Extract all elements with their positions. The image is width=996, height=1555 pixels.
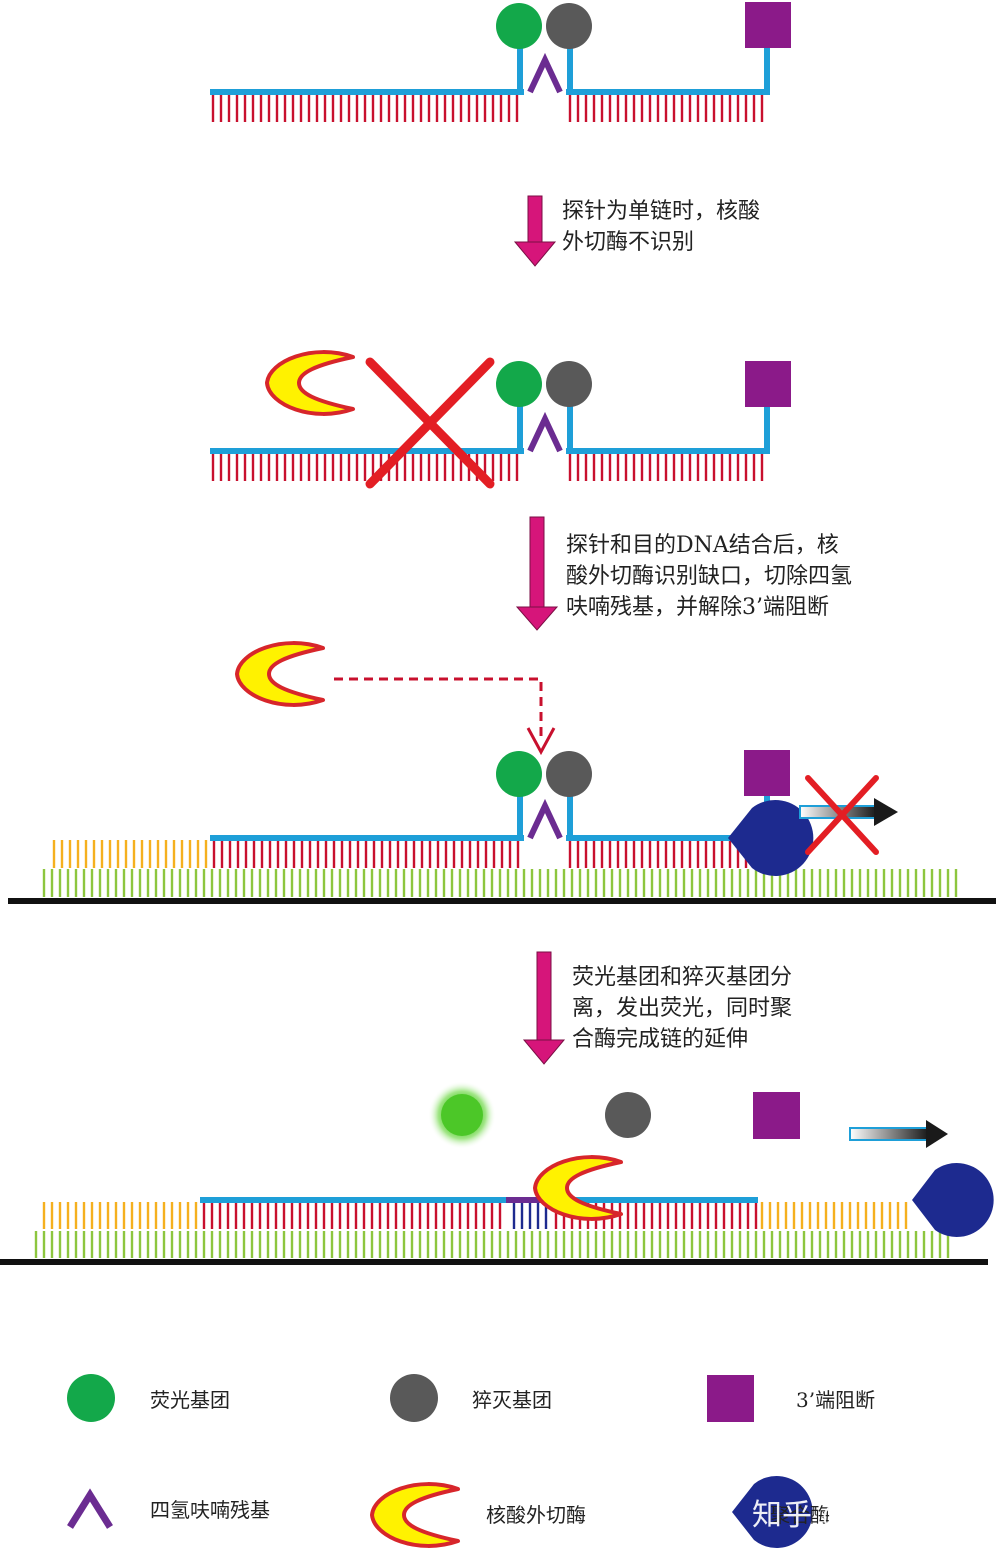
blocker-icon — [745, 2, 791, 48]
panel-1-free-probe — [210, 2, 791, 122]
quencher-icon — [546, 3, 592, 49]
panel-2-no-recognition — [210, 350, 791, 489]
probe-bases-red — [212, 840, 520, 868]
legend-fluorophore-label: 荧光基团 — [150, 1388, 230, 1412]
probe-bases-red — [211, 94, 519, 122]
step-3-caption: 荧光基团和猝灭基团分 离，发出荧光，同时聚 合酶完成链的延伸 — [572, 965, 792, 1052]
panel-4-signal — [0, 1081, 994, 1265]
exonuclease-icon — [533, 1155, 623, 1221]
fluorophore-icon — [496, 361, 542, 407]
target-bases-green — [34, 1231, 950, 1258]
step-arrow — [515, 516, 559, 631]
caption-line: 呋喃残基，并解除3’端阻断 — [566, 595, 829, 620]
legend-polymerase-label: 聚合酶 — [770, 1503, 830, 1527]
legend-thf-label: 四氢呋喃残基 — [150, 1498, 270, 1522]
step-arrow — [513, 195, 557, 267]
caption-line: 酸外切酶识别缺口，切除四氢 — [566, 564, 852, 589]
probe-bases-red — [568, 453, 764, 481]
svg-text:外切酶不识别: 外切酶不识别 — [562, 230, 694, 255]
watermark: 知乎 @奇天基因 — [752, 1498, 972, 1533]
arrowhead — [526, 727, 556, 756]
probe-bases-red — [211, 453, 519, 481]
thf-residue-icon — [530, 60, 560, 92]
legend: 荧光基团 猝灭基团 3’端阻断 四氢呋喃残基 核酸外切酶 聚合酶 — [67, 1374, 875, 1548]
legend-exonuclease-icon — [370, 1482, 460, 1548]
caption-line: 探针和目的DNA结合后，核 — [566, 533, 839, 558]
released-blocker-icon — [753, 1092, 800, 1139]
quencher-icon — [546, 751, 592, 797]
thf-residue-icon — [530, 806, 560, 838]
legend-quencher-icon — [390, 1374, 438, 1422]
legend-blocker-icon — [707, 1375, 754, 1422]
svg-text:合酶完成链的延伸: 合酶完成链的延伸 — [572, 1027, 748, 1052]
exonuclease-path — [334, 677, 543, 742]
released-quencher-icon — [605, 1092, 651, 1138]
legend-fluorophore-icon — [67, 1374, 115, 1422]
extension-bases — [760, 1202, 908, 1229]
caption-line: 探针为单链时，核酸 — [562, 199, 760, 224]
svg-text:离，发出荧光，同时聚: 离，发出荧光，同时聚 — [572, 996, 792, 1021]
svg-text:呋喃残基，并解除3’端阻断: 呋喃残基，并解除3’端阻断 — [566, 595, 829, 620]
caption-line: 离，发出荧光，同时聚 — [572, 996, 792, 1021]
exonuclease-icon — [265, 350, 355, 416]
extension-arrow — [849, 1120, 948, 1148]
fluorophore-icon — [496, 3, 542, 49]
caption-line: 荧光基团和猝灭基团分 — [572, 965, 792, 990]
caption-line: 合酶完成链的延伸 — [572, 1027, 748, 1052]
svg-text:荧光基团和猝灭基团分: 荧光基团和猝灭基团分 — [572, 965, 792, 990]
polymerase-icon — [728, 799, 814, 877]
legend-polymerase-icon — [732, 1476, 813, 1548]
svg-text:酸外切酶识别缺口，切除四氢: 酸外切酶识别缺口，切除四氢 — [566, 564, 852, 589]
caption-line: 外切酶不识别 — [562, 230, 694, 255]
legend-thf-icon — [67, 1488, 113, 1529]
legend-exonuclease-label: 核酸外切酶 — [486, 1503, 586, 1527]
probe-bases-red — [554, 1202, 758, 1229]
target-bases-green — [42, 869, 958, 897]
step-arrow — [522, 951, 566, 1065]
panel-3-hybridized — [8, 641, 996, 904]
blocked-cross-icon — [365, 357, 495, 489]
blocker-icon — [744, 750, 790, 796]
primer-bases — [52, 840, 208, 868]
step-1-caption: 探针为单链时，核酸 外切酶不识别 — [562, 199, 760, 255]
legend-quencher-label: 猝灭基团 — [472, 1388, 552, 1412]
probe-bases-red — [202, 1202, 502, 1229]
extension-blocked-arrow — [799, 775, 898, 855]
primer-bases — [42, 1202, 198, 1229]
gap-bases — [512, 1202, 548, 1229]
thf-residue-icon — [530, 419, 560, 451]
legend-blocker-label: 3’端阻断 — [796, 1388, 875, 1412]
fluorophore-icon — [496, 751, 542, 797]
step-2-caption: 探针和目的DNA结合后，核 酸外切酶识别缺口，切除四氢 呋喃残基，并解除3’端阻… — [566, 533, 852, 620]
exonuclease-icon — [235, 641, 325, 707]
polymerase-icon — [912, 1163, 994, 1237]
quencher-icon — [546, 361, 592, 407]
svg-text:探针和目的DNA结合后，核: 探针和目的DNA结合后，核 — [566, 533, 839, 558]
blocker-icon — [745, 361, 791, 407]
released-fluorophore-icon — [441, 1094, 483, 1136]
probe-bases-red — [568, 840, 764, 868]
probe-bases-red — [568, 94, 764, 122]
svg-text:探针为单链时，核酸: 探针为单链时，核酸 — [562, 199, 760, 224]
